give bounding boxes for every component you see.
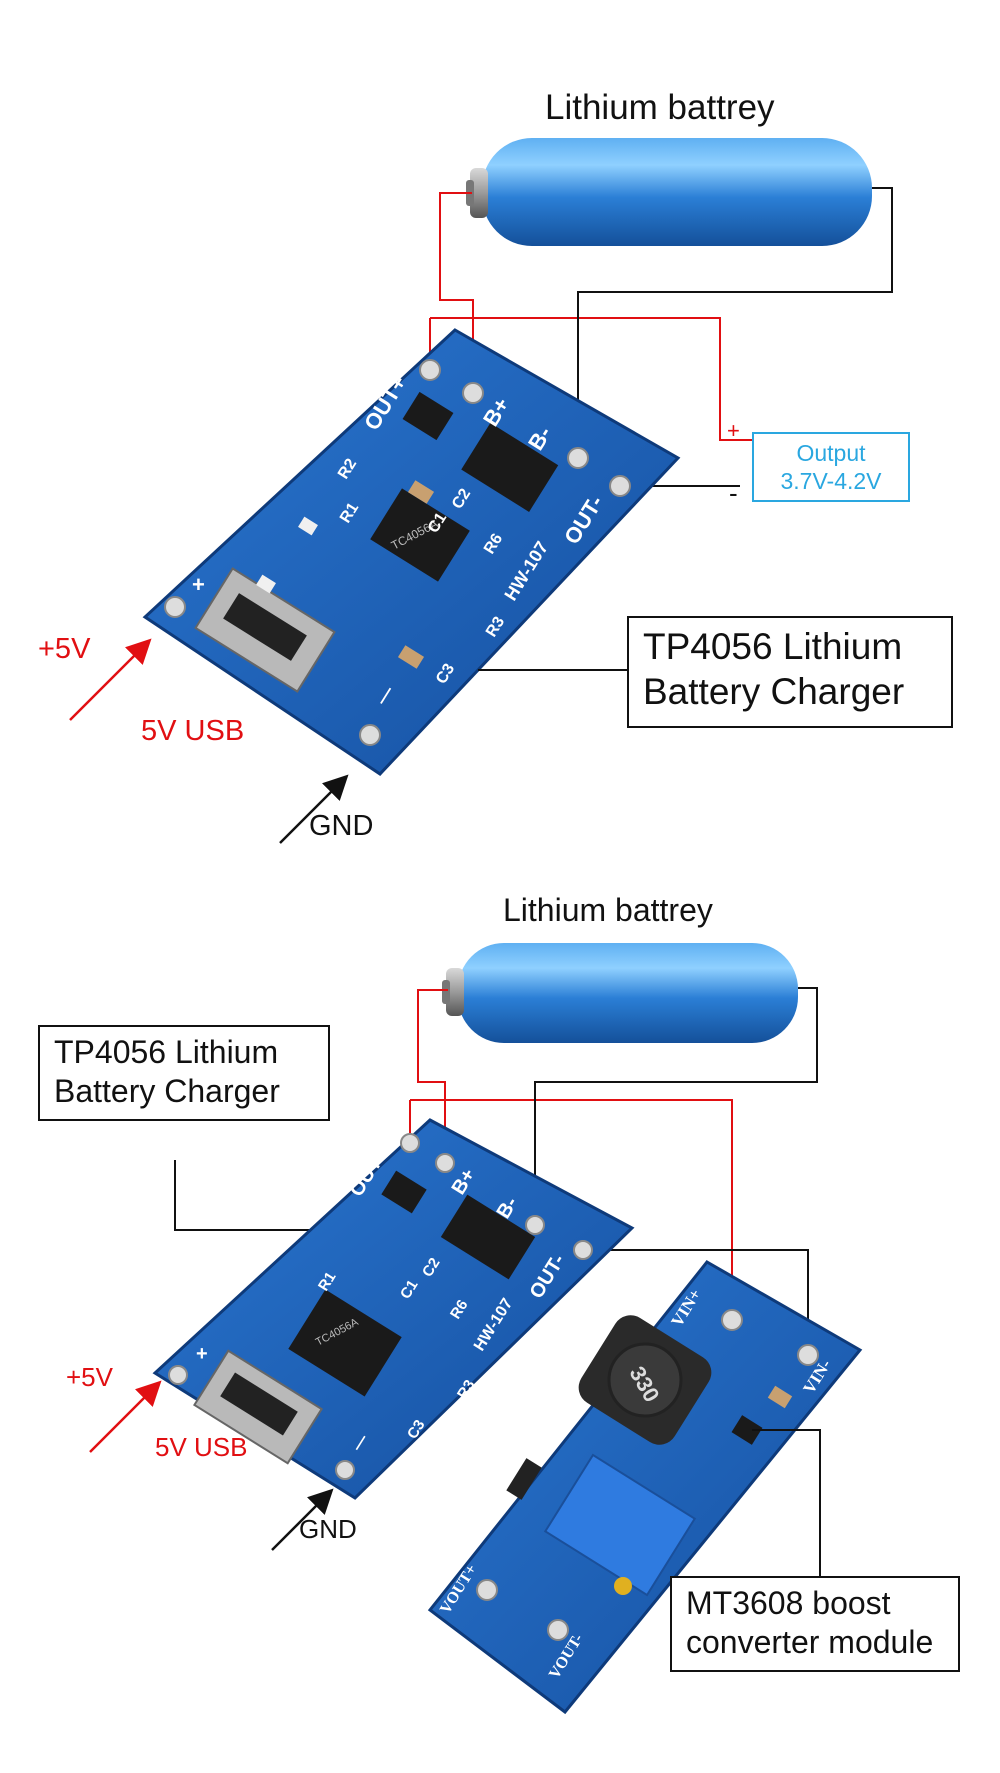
- top-usb-label: 5V USB: [141, 715, 245, 747]
- top-pad-b-plus: [462, 382, 484, 404]
- top-charger-label-line1: TP4056 Lithium: [643, 626, 903, 667]
- top-tp4056-board: OUT+ B+ B- OUT- HW-107 TC4056A R1 R2 R3 …: [142, 328, 681, 776]
- bottom-gnd-label: GND: [299, 1514, 357, 1544]
- top-pad-out-minus: [609, 475, 631, 497]
- bottom-charger-label: TP4056 Lithium Battery Charger: [38, 1025, 330, 1121]
- top-5v-arrow: [69, 638, 152, 721]
- bottom-charger-label-line2: Battery Charger: [54, 1073, 280, 1110]
- bottom-silk-minus: —: [349, 1432, 372, 1455]
- bottom-pad-out-minus: [573, 1240, 593, 1260]
- bottom-diagram: OUT+ B+ B- OUT- HW-107 TC4056A R1 R3 R6 …: [89, 943, 863, 1715]
- top-pad-out-plus: [419, 359, 441, 381]
- bottom-pad-vout-minus: [547, 1619, 569, 1641]
- bottom-pad-b-plus: [435, 1153, 455, 1173]
- bottom-potentiometer: [543, 1453, 697, 1597]
- bottom-tp4056-board: OUT+ B+ B- OUT- HW-107 TC4056A R1 R3 R6 …: [152, 1118, 635, 1500]
- bottom-wires: [174, 987, 818, 1352]
- bottom-pad-vin-plus: [721, 1309, 743, 1331]
- top-battery-label: Lithium battrey: [545, 88, 775, 127]
- bottom-input-voltage: +5V: [66, 1362, 113, 1392]
- bottom-boost-label-line1: MT3608 boost: [686, 1585, 891, 1621]
- bottom-battery-label: Lithium battrey: [503, 892, 713, 928]
- top-wires: [429, 187, 893, 487]
- bottom-charger-label-line1: TP4056 Lithium: [54, 1034, 279, 1070]
- top-output-voltage: 3.7V-4.2V: [780, 467, 882, 494]
- bottom-pad-minus-in: [335, 1460, 355, 1480]
- top-diagram: OUT+ B+ B- OUT- HW-107 TC4056A R1 R2 R3 …: [69, 138, 893, 844]
- bottom-usb-label: 5V USB: [155, 1432, 248, 1462]
- bottom-pad-b-minus: [525, 1215, 545, 1235]
- bottom-pad-vout-plus: [476, 1579, 498, 1601]
- bottom-pad-out-plus: [400, 1133, 420, 1153]
- top-battery: [466, 138, 872, 246]
- top-charger-label: TP4056 Lithium Battery Charger: [627, 616, 953, 728]
- top-pad-plus-in: [164, 596, 186, 618]
- top-charger-label-line2: Battery Charger: [643, 671, 905, 713]
- bottom-battery: [442, 943, 798, 1043]
- top-output-plus-sign: +: [727, 418, 740, 443]
- bottom-silk-plus: +: [196, 1343, 208, 1365]
- top-gnd-arrow: [279, 774, 349, 844]
- bottom-5v-arrow: [89, 1380, 162, 1453]
- bottom-boost-label: MT3608 boost converter module: [670, 1576, 960, 1672]
- top-pad-b-minus: [567, 447, 589, 469]
- top-silk-plus: +: [192, 572, 205, 597]
- top-output-label: Output: [796, 440, 866, 466]
- top-gnd-label: GND: [309, 810, 374, 842]
- bottom-boost-label-line2: converter module: [686, 1624, 934, 1661]
- bottom-pad-plus-in: [168, 1365, 188, 1385]
- bottom-gnd-arrow: [271, 1488, 334, 1551]
- top-output-box: Output 3.7V-4.2V: [752, 432, 910, 502]
- bottom-pad-vin-minus: [797, 1344, 819, 1366]
- top-pad-minus-in: [359, 724, 381, 746]
- top-input-voltage: +5V: [38, 633, 91, 665]
- top-output-minus-sign: -: [729, 478, 738, 508]
- bottom-boost-leader: [752, 1429, 821, 1596]
